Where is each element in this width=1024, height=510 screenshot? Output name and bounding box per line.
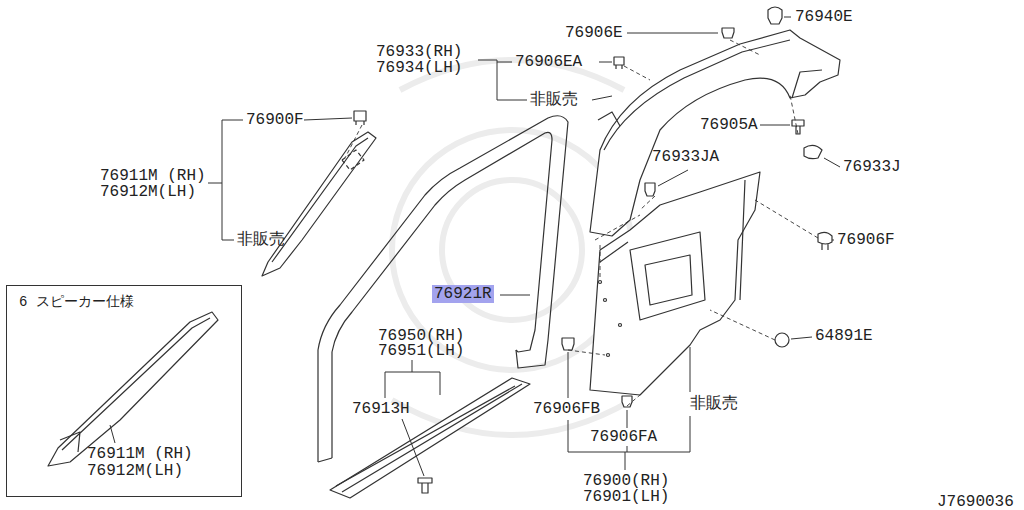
callout-number: 76934(LH) — [376, 59, 462, 77]
callout-number: 76912M(LH) — [87, 462, 183, 480]
inset-a-pillar — [48, 312, 218, 466]
weatherstrip — [318, 116, 568, 462]
note-text: 非販売 — [237, 231, 285, 249]
callout-number: 76905A — [700, 116, 758, 134]
callout-number: 76933(RH) — [376, 43, 462, 61]
callout-number: 76901(LH) — [583, 488, 669, 506]
highlight-box: 76921R — [432, 285, 494, 303]
fastener — [354, 7, 832, 493]
inset-panel: 6 スピーカー仕様 76911M (RH)76912M(LH) — [6, 285, 242, 497]
inset-heading: 6 スピーカー仕様 — [19, 293, 134, 311]
callout-number: 76900(RH) — [583, 472, 669, 490]
callout-number: J7690036 — [937, 493, 1014, 510]
note-text: 非販売 — [690, 395, 738, 413]
callout-number: 76900F — [246, 111, 304, 129]
callout-number: 76912M(LH) — [100, 183, 196, 201]
callout-number: 76906EA — [515, 53, 582, 71]
a-pillar-trim — [262, 132, 376, 276]
callout-number: 76906FB — [533, 400, 600, 418]
callout-number: 76940E — [795, 8, 853, 26]
sill-plate — [330, 378, 530, 498]
callout-number: 76906F — [837, 231, 895, 249]
callout-number: 76911M (RH) — [87, 445, 193, 463]
callout-number: 76911M (RH) — [100, 167, 206, 185]
callout-number: 76913H — [352, 400, 410, 418]
callout-number: 76933JA — [652, 148, 719, 166]
callout-number: 76951(LH) — [378, 342, 464, 360]
leader-line — [208, 17, 840, 476]
callout-number: 76906FA — [590, 428, 657, 446]
callout-number: 64891E — [815, 327, 873, 345]
quarter-trim — [590, 172, 760, 395]
callout-number: 76933J — [843, 158, 901, 176]
guide-line — [345, 40, 818, 406]
note-text: 非販売 — [530, 91, 578, 109]
callout-number: 76906E — [565, 24, 623, 42]
callout-number: 76921R — [434, 285, 492, 303]
